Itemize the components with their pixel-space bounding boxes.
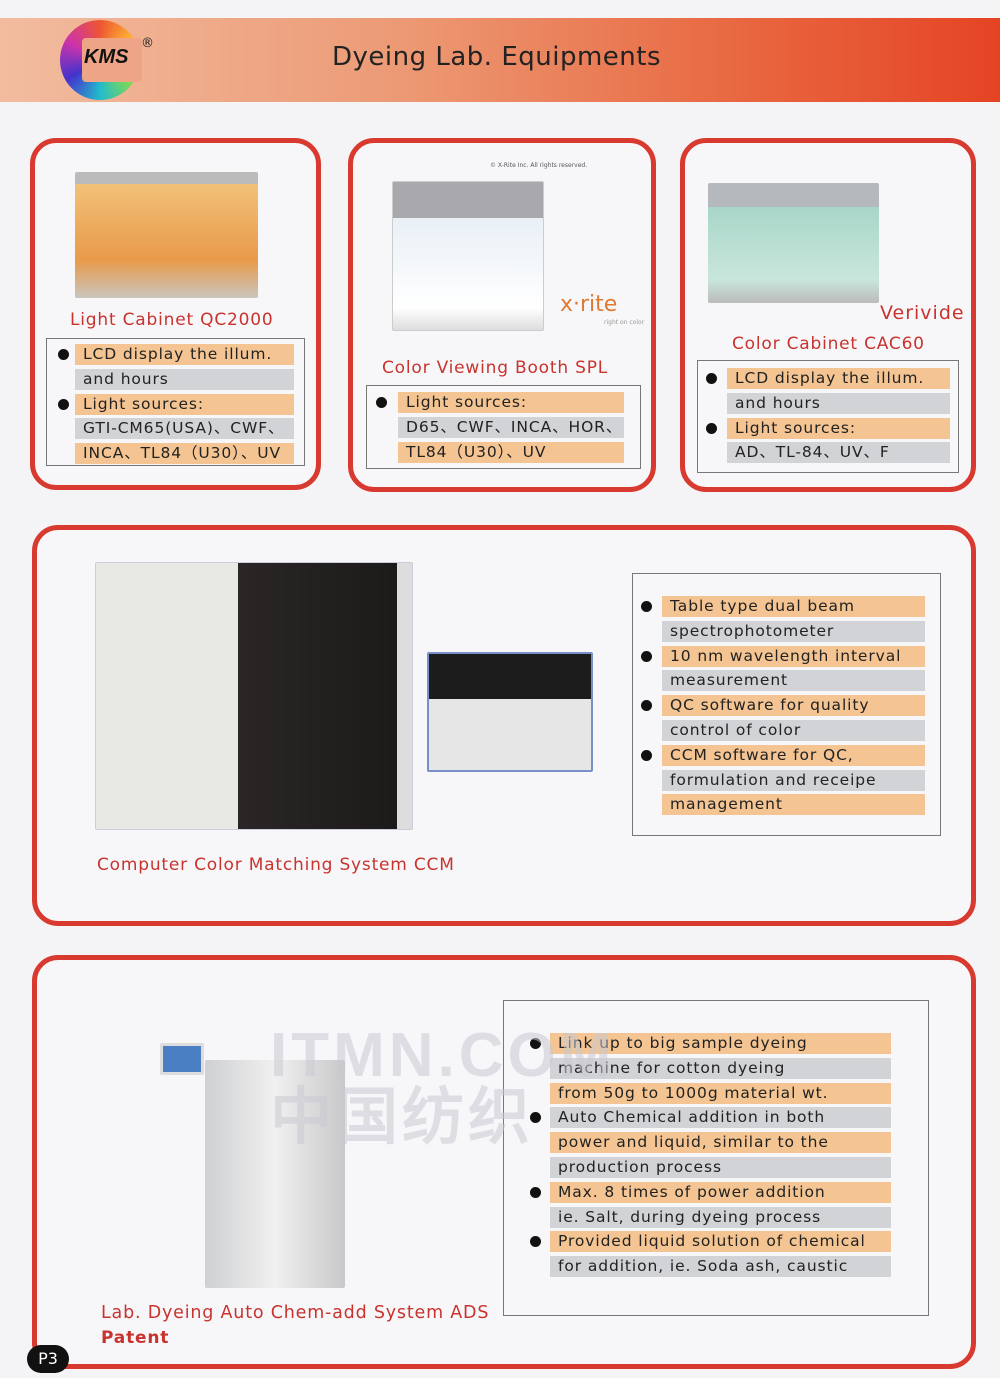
- spec-line: and hours: [727, 392, 950, 414]
- spec-line: spectrophotometer: [662, 620, 925, 642]
- spec-line: management: [662, 794, 925, 816]
- logo-cutout: [82, 38, 142, 82]
- spec-line: TL84（U30）、UV: [398, 441, 624, 463]
- software-screenshot: [427, 652, 593, 772]
- spec-line: INCA、TL84（U30）、UV: [75, 443, 294, 465]
- spec-line: QC software for quality: [662, 695, 925, 717]
- spec-line: CCM software for QC,: [662, 744, 925, 766]
- spec-line: GTI-CM65(USA)、CWF、: [75, 418, 294, 440]
- viewing-booth-image: [392, 181, 544, 331]
- registered-mark: ®: [141, 36, 154, 51]
- bullet-icon: [641, 650, 652, 662]
- spec-line: 10 nm wavelength interval: [662, 645, 925, 667]
- spec-line: LCD display the illum.: [727, 368, 950, 389]
- spec-line: Light sources:: [75, 393, 294, 415]
- spec-line: power and liquid, similar to the: [550, 1132, 891, 1154]
- spec-line: measurement: [662, 670, 925, 692]
- page-number: P3: [27, 1345, 69, 1373]
- spec-line: formulation and receipe: [662, 769, 925, 791]
- spec-line: and hours: [75, 368, 294, 390]
- spec-line: from 50g to 1000g material wt.: [550, 1082, 891, 1104]
- card-title: Computer Color Matching System CCM: [97, 855, 455, 875]
- copyright-note: © X-Rite Inc. All rights reserved.: [490, 162, 588, 169]
- spec-line: ie. Salt, during dyeing process: [550, 1206, 891, 1228]
- spec-line: Table type dual beam: [662, 596, 925, 617]
- bullet-icon: [530, 1186, 541, 1198]
- bullet-icon: [641, 700, 652, 712]
- card-title: Light Cabinet QC2000: [70, 310, 274, 330]
- bullet-icon: [58, 349, 69, 360]
- xrite-logo: x·rite: [560, 292, 618, 317]
- bullet-icon: [58, 398, 69, 410]
- spec-line: Light sources:: [398, 392, 624, 413]
- bullet-icon: [641, 749, 652, 761]
- bullet-icon: [641, 601, 652, 612]
- spec-line: machine for cotton dyeing: [550, 1057, 891, 1079]
- patent-badge: Patent: [101, 1328, 170, 1348]
- bullet-icon: [706, 373, 717, 384]
- touchscreen-image: [160, 1043, 204, 1075]
- spec-line: LCD display the illum.: [75, 344, 294, 365]
- light-cabinet-image: [75, 172, 258, 298]
- spec-line: control of color: [662, 720, 925, 741]
- card-title: Color Viewing Booth SPL: [382, 358, 609, 378]
- header-banner: [0, 18, 1000, 102]
- bullet-icon: [376, 397, 387, 408]
- spec-line: Provided liquid solution of chemical: [550, 1231, 891, 1253]
- spec-line: AD、TL-84、UV、F: [727, 442, 950, 464]
- spec-line: Max. 8 times of power addition: [550, 1181, 891, 1203]
- xrite-tagline: right on color: [604, 319, 645, 326]
- logo-text: KMS: [84, 46, 129, 68]
- card-title: Lab. Dyeing Auto Chem-add System ADS: [101, 1303, 490, 1323]
- bullet-icon: [530, 1112, 541, 1124]
- spec-line: D65、CWF、INCA、HOR、: [398, 416, 624, 438]
- dyeing-system-image: [205, 1060, 345, 1288]
- spec-line: for addition, ie. Soda ash, caustic: [550, 1256, 891, 1278]
- spectrophotometer-image: [95, 562, 413, 830]
- verivide-logo: Verivide: [880, 302, 965, 324]
- bullet-icon: [530, 1038, 541, 1049]
- spec-line: production process: [550, 1157, 891, 1178]
- spec-line: Link up to big sample dyeing: [550, 1033, 891, 1054]
- spec-line: Auto Chemical addition in both: [550, 1107, 891, 1129]
- card-title: Color Cabinet CAC60: [732, 334, 925, 354]
- bullet-icon: [530, 1236, 541, 1248]
- page-title: Dyeing Lab. Equipments: [332, 42, 662, 72]
- color-cabinet-image: [708, 183, 879, 303]
- spec-line: Light sources:: [727, 417, 950, 439]
- bullet-icon: [706, 422, 717, 434]
